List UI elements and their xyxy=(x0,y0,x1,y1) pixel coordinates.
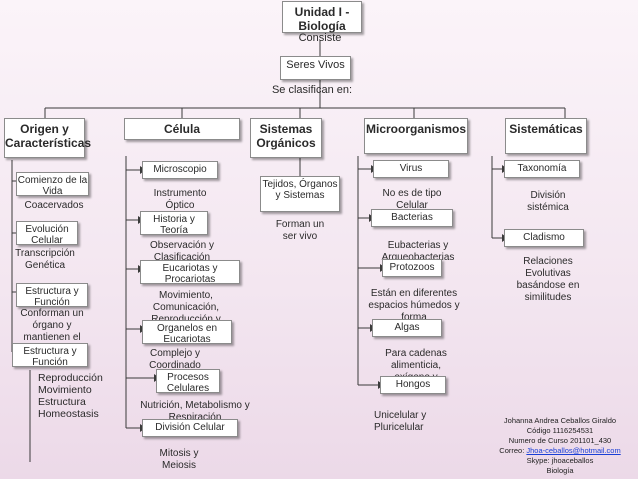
transcripcion-text: Transcripción Genética xyxy=(15,248,75,271)
credit-codigo: Código 1116254531 xyxy=(526,426,594,435)
title-box: Unidad I - Biología xyxy=(282,1,362,33)
noes-text: No es de tipo Celular xyxy=(382,188,442,210)
division-celular-box: División Celular xyxy=(142,419,238,437)
eucariotas-box: Eucariotas y Procariotas xyxy=(140,260,240,285)
espacios-text: Están en diferentes espacios húmedos y f… xyxy=(368,288,460,322)
observacion-text: Observación y Clasificación xyxy=(150,240,214,263)
division-sistemica-text: División sistémica xyxy=(527,190,569,213)
evolucion-box: Evolución Celular xyxy=(16,221,78,246)
credit-correo-row: Correo: Jhoa-ceballos@hotmail.com xyxy=(490,446,630,456)
organism-functions-list: Reproducción Movimiento Estructura Homeo… xyxy=(38,372,103,420)
se-clasifican-label: Se clasifican en: xyxy=(271,84,353,96)
credit-correo-label: Correo: xyxy=(499,446,527,455)
movimiento-text: Movimiento, Comunicación, Reproducción y xyxy=(151,290,221,324)
heading-origen: Origen y Características xyxy=(4,118,91,158)
forman-text: Forman un ser vivo xyxy=(275,219,325,242)
microscopio-box: Microscopio xyxy=(142,161,218,179)
estructura-funcion-box: Estructura y Función xyxy=(16,283,88,308)
hongos-box: Hongos xyxy=(380,376,446,394)
complejo-text: Complejo y Coordinado xyxy=(149,348,201,370)
heading-sistemas: Sistemas Orgánicos xyxy=(250,118,322,158)
instrumento-text: Instrumento Óptico xyxy=(153,188,207,210)
relaciones-text: Relaciones Evolutivas basándose en simil… xyxy=(516,256,580,303)
comienzo-box: Comienzo de la Vida xyxy=(16,172,89,197)
conforman-text: Conforman un órgano y mantienen el xyxy=(20,308,84,343)
taxonomia-box: Taxonomía xyxy=(504,160,580,178)
procesos-box: Procesos Celulares xyxy=(156,369,220,394)
bacterias-box: Bacterias xyxy=(371,209,453,227)
unicelular-text: Unicelular y Pluricelular xyxy=(374,410,427,433)
credit-curso: Numero de Curso 201101_430 xyxy=(508,436,612,445)
historia-box: Historia y Teoría xyxy=(140,211,208,236)
organelos-box: Organelos en Eucariotas xyxy=(142,320,232,345)
heading-celula: Célula xyxy=(124,118,240,140)
heading-sistematicas: Sistemáticas xyxy=(505,118,587,154)
mitosis-text: Mitosis y Meiosis xyxy=(159,448,199,471)
tejidos-box: Tejidos, Órganos y Sistemas xyxy=(260,176,340,212)
eubacterias-text: Eubacterias y Arqueobacterias xyxy=(381,240,455,262)
author-credit: Johanna Andrea Ceballos Giraldo Código 1… xyxy=(490,416,630,476)
protozoos-box: Protozoos xyxy=(382,259,442,277)
credit-name: Johanna Andrea Ceballos Giraldo xyxy=(503,416,617,425)
credit-email-link[interactable]: Jhoa-ceballos@hotmail.com xyxy=(526,446,621,455)
algas-box: Algas xyxy=(372,319,442,337)
credit-materia: Biología xyxy=(546,466,574,475)
virus-box: Virus xyxy=(373,160,449,178)
cladismo-box: Cladismo xyxy=(504,229,584,247)
estructura-funcion-box-2: Estructura y Función xyxy=(12,343,88,368)
nutricion-text: Nutrición, Metabolismo y Respiración xyxy=(140,400,250,422)
seres-vivos-box: Seres Vivos xyxy=(280,56,351,80)
consiste-label: Consiste xyxy=(298,32,342,44)
heading-microorganismos: Microorganismos xyxy=(364,118,468,154)
coacervados-text: Coacervados xyxy=(24,200,84,211)
credit-skype: Skype: jhoaceballos xyxy=(526,456,594,465)
